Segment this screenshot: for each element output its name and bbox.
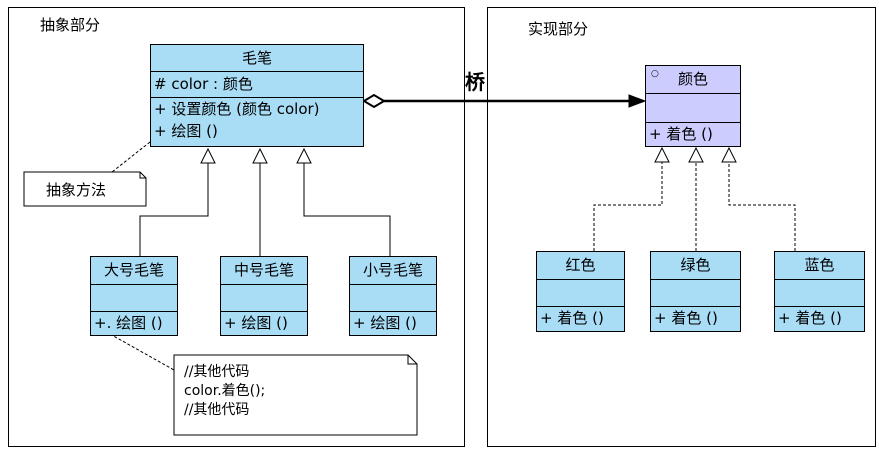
operation-paint: + 着色 () bbox=[654, 309, 718, 327]
class-brush-name: 毛笔 bbox=[241, 49, 272, 67]
attribute-color: # color : 颜色 bbox=[154, 75, 253, 93]
class-small-brush[interactable]: 小号毛笔 + 绘图 () bbox=[349, 256, 437, 336]
note-code-line-3: //其他代码 bbox=[184, 402, 250, 418]
operation-set-color: + 设置颜色 (颜色 color) bbox=[154, 100, 320, 118]
note-connectors bbox=[109, 141, 175, 371]
interface-icon: ○ bbox=[651, 69, 659, 79]
class-color-attributes bbox=[646, 93, 740, 122]
operation-paint: + 着色 () bbox=[778, 309, 842, 327]
class-brush[interactable]: 毛笔 # color : 颜色 + 设置颜色 (颜色 color) + 绘图 (… bbox=[150, 44, 364, 147]
class-green[interactable]: 绿色 + 着色 () bbox=[650, 251, 741, 332]
realization-lines bbox=[593, 146, 796, 251]
class-blue-operations: + 着色 () bbox=[775, 306, 864, 331]
class-color[interactable]: ○ 颜色 + 着色 () bbox=[645, 65, 741, 147]
operation-draw: + 绘图 () bbox=[224, 314, 288, 332]
note-shapes bbox=[23, 171, 418, 436]
class-color-name: 颜色 bbox=[677, 70, 708, 88]
class-color-name-row: ○ 颜色 bbox=[646, 66, 740, 93]
bridge-label: 桥 bbox=[465, 70, 485, 94]
class-medium-brush[interactable]: 中号毛笔 + 绘图 () bbox=[220, 256, 308, 336]
implementation-panel-title: 实现部分 bbox=[528, 20, 589, 38]
note-code: //其他代码 color.着色(); //其他代码 bbox=[184, 363, 265, 420]
class-green-operations: + 着色 () bbox=[651, 306, 740, 331]
class-red-operations: + 着色 () bbox=[537, 306, 624, 331]
class-red[interactable]: 红色 + 着色 () bbox=[536, 251, 625, 332]
note-code-line-2: color.着色(); bbox=[184, 383, 266, 399]
class-small-brush-operations: + 绘图 () bbox=[350, 311, 436, 335]
class-green-name: 绿色 bbox=[680, 256, 711, 274]
class-brush-operations: + 设置颜色 (颜色 color) + 绘图 () bbox=[151, 97, 363, 146]
class-color-operations: + 着色 () bbox=[646, 122, 740, 146]
class-medium-brush-name: 中号毛笔 bbox=[233, 261, 294, 279]
class-large-brush[interactable]: 大号毛笔 +. 绘图 () bbox=[90, 256, 178, 336]
note-code-line-1: //其他代码 bbox=[184, 364, 250, 380]
operation-draw: +. 绘图 () bbox=[94, 314, 163, 332]
inheritance-lines bbox=[139, 147, 391, 256]
class-large-brush-operations: +. 绘图 () bbox=[91, 311, 177, 335]
class-green-attributes bbox=[651, 279, 740, 306]
class-blue-name: 蓝色 bbox=[804, 256, 835, 274]
class-medium-brush-operations: + 绘图 () bbox=[221, 311, 307, 335]
note-abstract-method: 抽象方法 bbox=[46, 181, 107, 199]
class-medium-brush-attributes bbox=[221, 284, 307, 311]
operation-draw: + 绘图 () bbox=[353, 314, 417, 332]
abstraction-panel-title: 抽象部分 bbox=[40, 16, 101, 34]
class-blue-attributes bbox=[775, 279, 864, 306]
operation-paint: + 着色 () bbox=[649, 125, 713, 143]
class-small-brush-attributes bbox=[350, 284, 436, 311]
class-large-brush-name: 大号毛笔 bbox=[103, 261, 164, 279]
operation-draw: + 绘图 () bbox=[154, 122, 218, 140]
class-red-attributes bbox=[537, 279, 624, 306]
class-blue[interactable]: 蓝色 + 着色 () bbox=[774, 251, 865, 332]
operation-paint: + 着色 () bbox=[540, 309, 604, 327]
bridge-association bbox=[362, 93, 647, 109]
class-brush-attributes: # color : 颜色 bbox=[151, 71, 363, 97]
class-small-brush-name: 小号毛笔 bbox=[362, 261, 423, 279]
class-red-name: 红色 bbox=[565, 256, 596, 274]
class-large-brush-attributes bbox=[91, 284, 177, 311]
